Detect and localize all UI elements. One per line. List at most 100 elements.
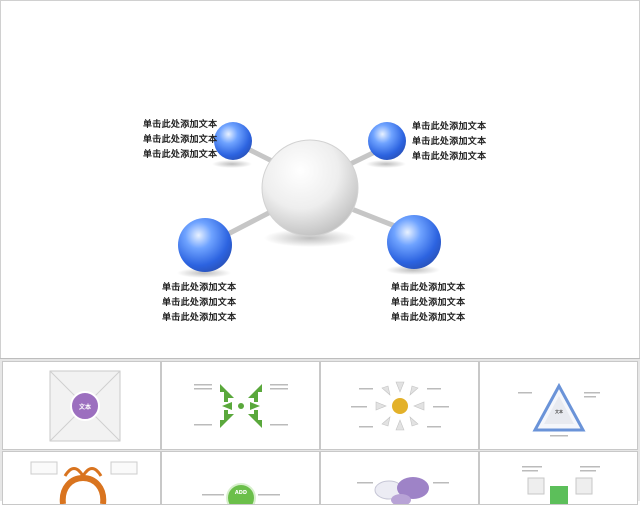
text-placeholder[interactable]: 单击此处添加文本 (143, 120, 218, 130)
text-line (427, 388, 441, 390)
arrow-icon (220, 384, 234, 402)
blue-sphere-bottom-left (178, 218, 232, 272)
text-line (427, 426, 441, 428)
text-line (522, 470, 538, 472)
slide-thumbnail-1[interactable]: 文本 (2, 361, 161, 450)
text-line (433, 482, 449, 484)
text-line (522, 466, 542, 468)
text-line (194, 384, 212, 386)
center-text: ADD (234, 490, 248, 496)
center-circle (70, 391, 100, 421)
arrow-icon (222, 402, 232, 410)
blue-sphere-bottom-right (387, 215, 441, 269)
center-sphere (261, 139, 359, 237)
text-line (580, 466, 600, 468)
text-line (270, 388, 288, 390)
ring-shape (63, 467, 85, 477)
text-line (258, 494, 280, 496)
slide-thumbnail-5[interactable] (2, 451, 161, 505)
arrow-icon (248, 410, 262, 428)
text-line (194, 388, 212, 390)
blue-sphere-top-left (214, 122, 252, 160)
label-group-top-right[interactable]: 单击此处添加文本 单击此处添加文本 单击此处添加文本 (412, 120, 486, 165)
text-placeholder[interactable]: 单击此处添加文本 (162, 283, 237, 293)
slide-thumbnail-8[interactable] (479, 451, 638, 505)
text-placeholder[interactable]: 单击此处添加文本 (162, 298, 237, 308)
text-line (202, 494, 224, 496)
sphere-shadow (212, 160, 252, 168)
text-placeholder[interactable]: 单击此处添加文本 (391, 313, 466, 323)
text-line (359, 426, 373, 428)
thumbnail-graphic (522, 466, 600, 504)
text-line (584, 396, 596, 398)
label-group-top-left[interactable]: 单击此处添加文本 单击此处添加文本 单击此处添加文本 (143, 118, 217, 163)
cube-shape (527, 477, 545, 495)
arrow-icon (248, 384, 262, 402)
text-line (518, 392, 532, 394)
arrow-icon (413, 401, 425, 411)
text-box (30, 461, 58, 475)
arrow-icon (250, 402, 260, 410)
main-slide[interactable]: 单击此处添加文本 单击此处添加文本 单击此处添加文本 单击此处添加文本 单击此处… (2, 2, 638, 358)
text-placeholder[interactable]: 单击此处添加文本 (412, 152, 487, 162)
center-circle (226, 483, 256, 504)
ring-shape (59, 474, 107, 504)
text-placeholder[interactable]: 单击此处添加文本 (391, 298, 466, 308)
sphere-shadow (177, 268, 231, 278)
center-sphere-shadow (264, 229, 356, 247)
text-placeholder[interactable]: 单击此处添加文本 (391, 283, 466, 293)
slide-thumbnail-strip: 文本 (0, 358, 640, 505)
center-text: 文本 (555, 409, 563, 414)
text-line (194, 424, 212, 426)
arrow-icon (220, 410, 234, 428)
thumbnail-graphic (518, 382, 600, 437)
thumbnail-graphic (202, 483, 280, 504)
center-dot (238, 403, 244, 409)
leaf-shape (397, 477, 429, 499)
text-line (270, 384, 288, 386)
thumbnail-graphic (49, 370, 121, 442)
slide-thumbnail-4[interactable]: 文本 (479, 361, 638, 450)
slide-thumbnail-6[interactable]: ADD (161, 451, 320, 505)
thumbnail-graphic (194, 384, 288, 428)
center-text: 文本 (78, 404, 91, 411)
text-placeholder[interactable]: 单击此处添加文本 (162, 313, 237, 323)
molecule-diagram (177, 122, 441, 278)
slide-thumbnail-3[interactable] (320, 361, 479, 450)
arrow-icon (409, 416, 419, 427)
arrow-icon (409, 385, 419, 396)
text-placeholder[interactable]: 单击此处添加文本 (143, 135, 218, 145)
text-placeholder[interactable]: 单击此处添加文本 (412, 122, 487, 132)
thumbnail-graphic (30, 461, 138, 504)
arrow-icon (381, 416, 391, 427)
text-line (580, 470, 596, 472)
thumbnail-graphic (351, 381, 449, 431)
cube-shape (550, 486, 568, 504)
label-group-bottom-right[interactable]: 单击此处添加文本 单击此处添加文本 单击此处添加文本 (391, 281, 465, 326)
thumbnail-graphic (357, 477, 449, 504)
center-circle (392, 398, 408, 414)
text-placeholder[interactable]: 单击此处添加文本 (412, 137, 487, 147)
text-line (357, 482, 373, 484)
text-line (550, 435, 568, 437)
arrow-icon (395, 381, 405, 393)
text-line (351, 406, 367, 408)
arrow-icon (375, 401, 387, 411)
sphere-shadow (386, 265, 440, 275)
blue-sphere-top-right (368, 122, 406, 160)
text-line (433, 406, 449, 408)
text-placeholder[interactable]: 单击此处添加文本 (143, 150, 218, 160)
text-line (584, 392, 600, 394)
cube-shape (575, 477, 593, 495)
triangle-inner (544, 396, 574, 424)
slide-thumbnail-2[interactable] (161, 361, 320, 450)
text-line (270, 424, 288, 426)
text-line (359, 388, 373, 390)
slide-thumbnail-7[interactable] (320, 451, 479, 505)
text-box (110, 461, 138, 475)
label-group-bottom-left[interactable]: 单击此处添加文本 单击此处添加文本 单击此处添加文本 (162, 281, 236, 326)
sphere-shadow (366, 160, 406, 168)
arrow-icon (395, 419, 405, 431)
ring-shape (81, 467, 103, 477)
arrow-icon (381, 385, 391, 396)
